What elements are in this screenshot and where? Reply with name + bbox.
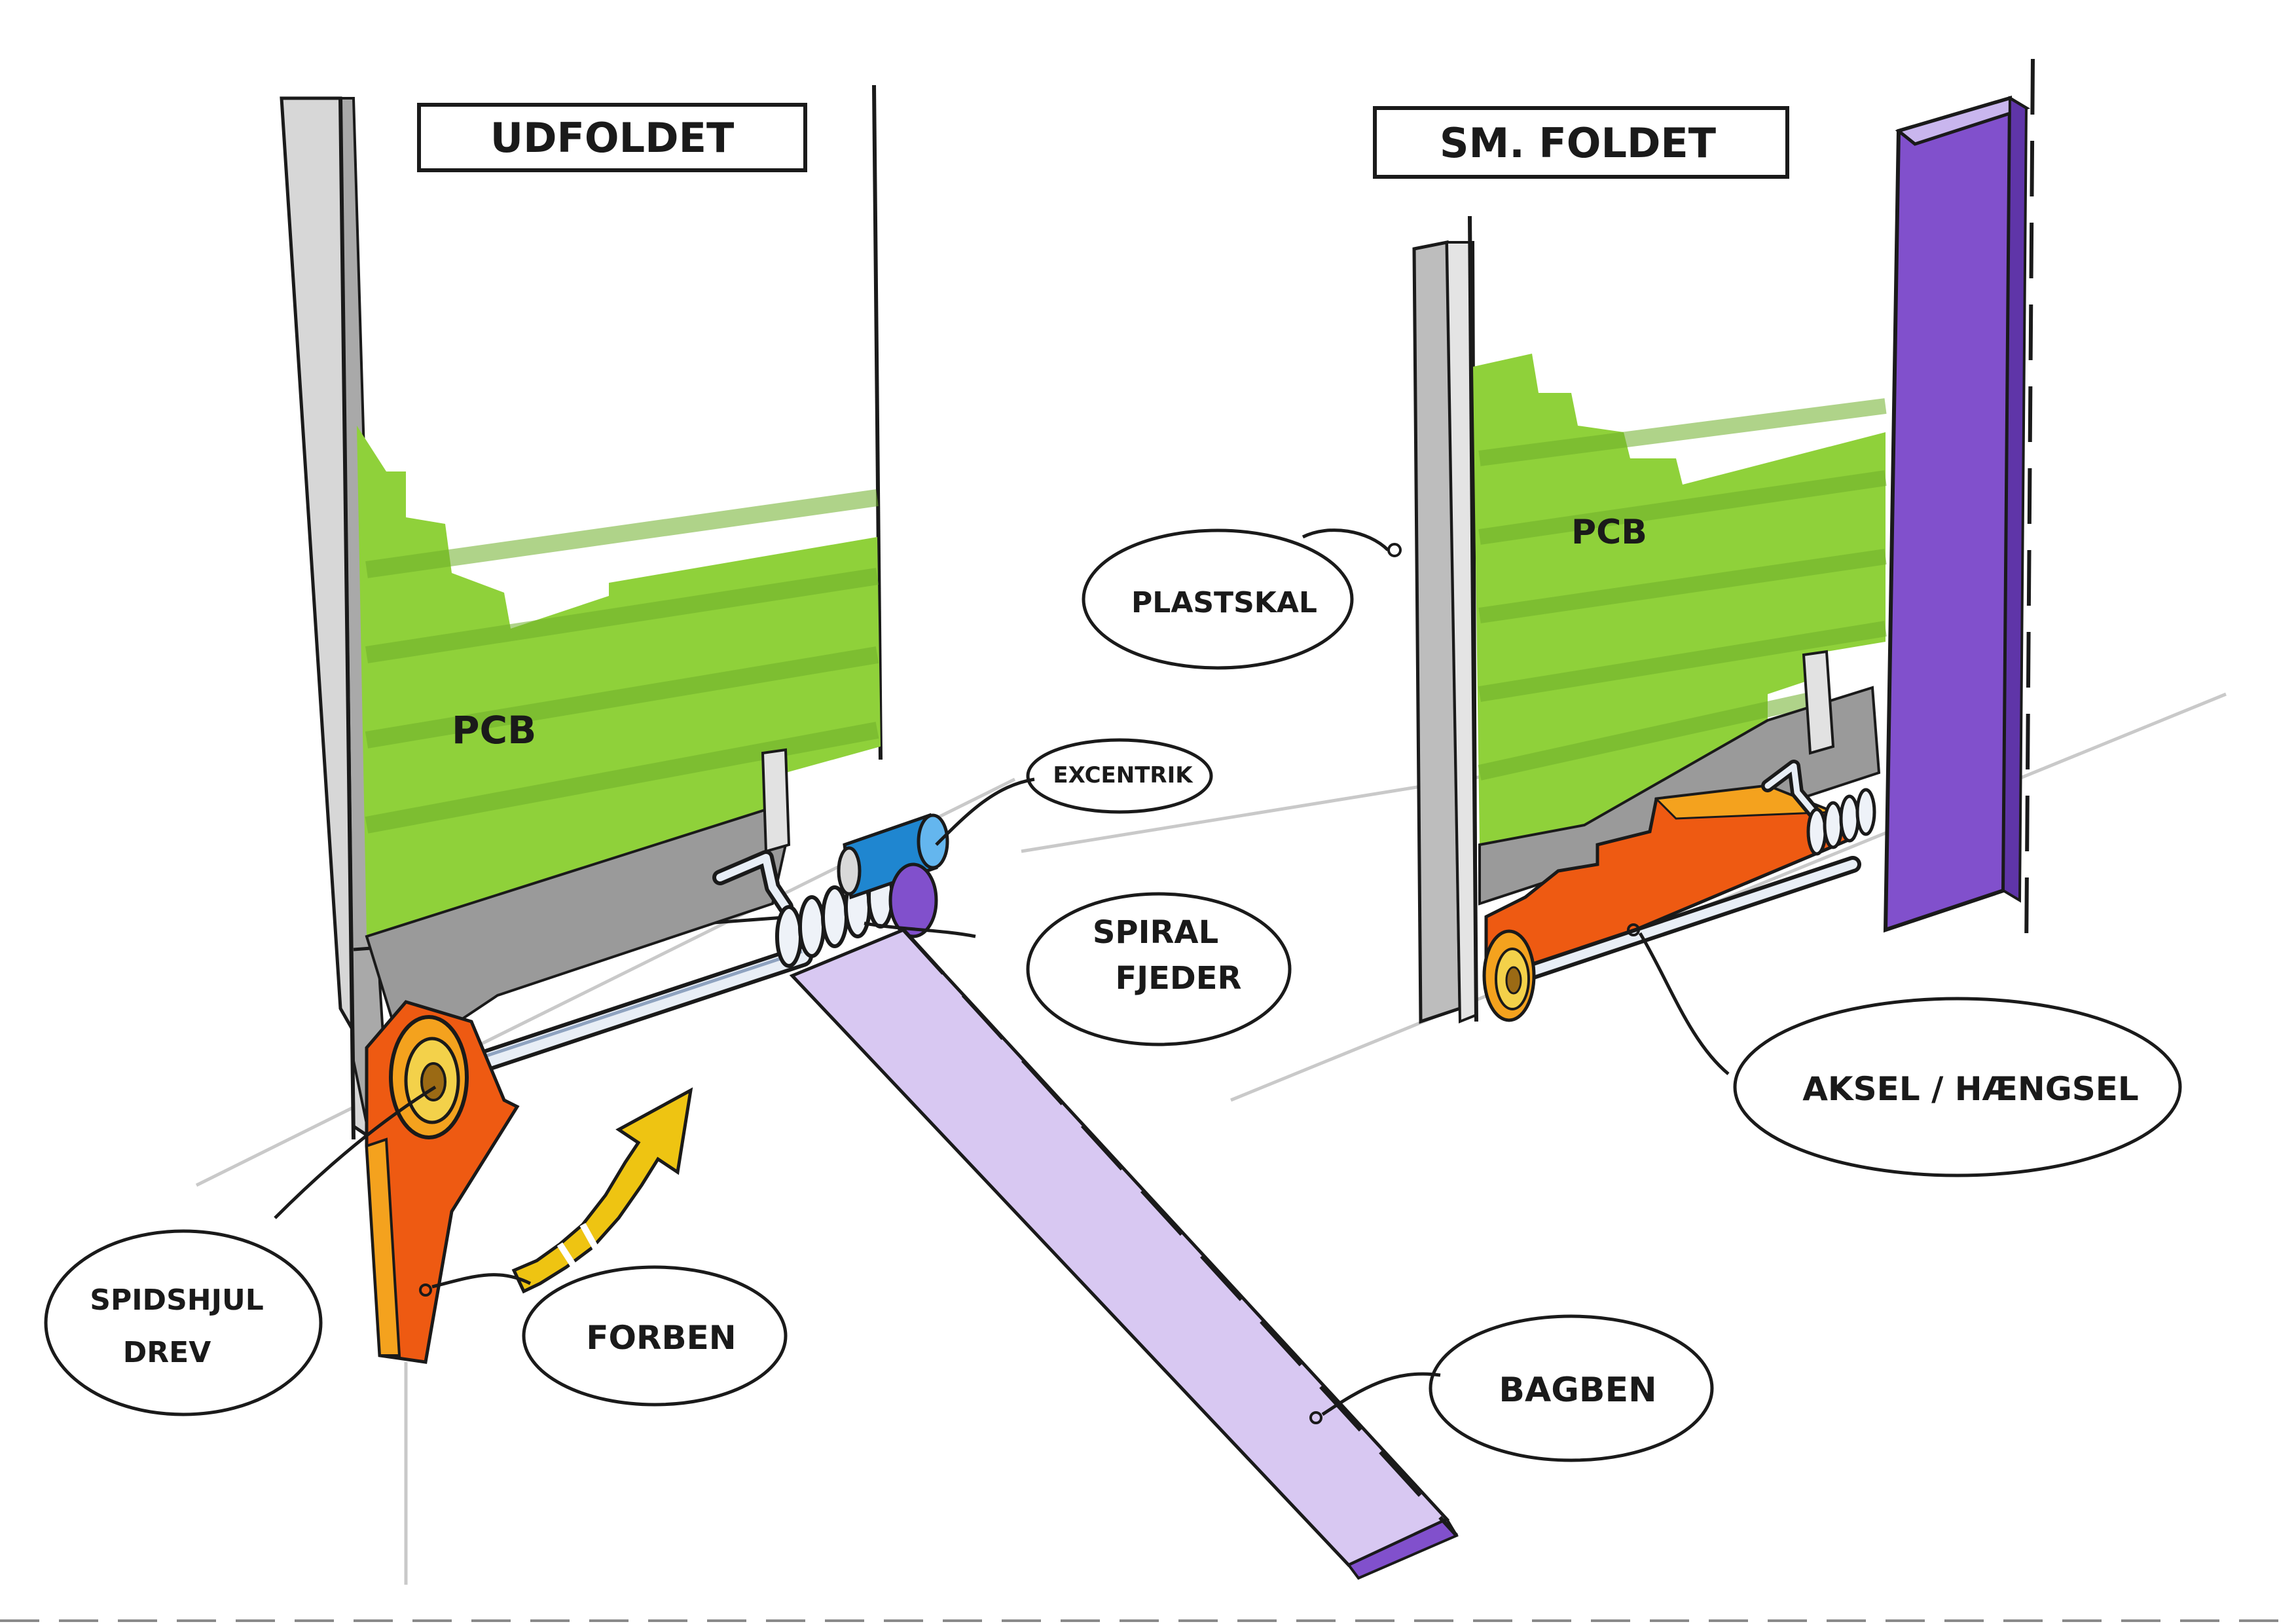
front-leg-callout: FORBEN	[419, 1265, 788, 1407]
right-pcb-stripes	[1478, 398, 1887, 781]
folded-view: PCB	[1082, 58, 2182, 1177]
unfolded-view: PCB	[44, 84, 1714, 1580]
sprocket-gear-callout: SPIDSHJUL DREV	[44, 1085, 437, 1416]
right-sprocket-gear	[1482, 929, 1536, 1022]
right-post	[1802, 650, 1835, 755]
rotation-arrow	[511, 1087, 693, 1294]
right-pcb-label: PCB	[1571, 513, 1647, 552]
right-rear-leg	[1883, 95, 2013, 933]
shell-label: PLASTSKAL	[1131, 586, 1317, 619]
unfolded-title-box: UDFOLDET	[417, 103, 807, 172]
unfolded-title: UDFOLDET	[490, 114, 734, 162]
rear-leg-label: BAGBEN	[1499, 1371, 1656, 1410]
left-post	[761, 748, 791, 853]
axle-callout: AKSEL / HÆNGSEL	[1627, 923, 2182, 1177]
left-eccentric	[837, 813, 949, 900]
eccentric-callout: EXCENTRIK	[935, 738, 1213, 846]
left-front-leg-edge	[365, 1137, 401, 1357]
front-leg-label: FORBEN	[586, 1319, 736, 1357]
right-axle	[1510, 856, 1861, 984]
spiral-spring-callout: SPIRAL FJEDER	[864, 892, 1292, 1046]
rear-leg-callout: BAGBEN	[1309, 1314, 1714, 1462]
right-spiral-spring	[1806, 788, 1876, 856]
right-pcb	[1473, 354, 1886, 845]
eccentric-label: EXCENTRIK	[1053, 762, 1194, 788]
axle-label: AKSEL / HÆNGSEL	[1802, 1070, 2139, 1108]
folded-title-box: SM. FOLDET	[1373, 106, 1789, 179]
right-rear-leg-side	[2001, 96, 2028, 903]
shell-callout: PLASTSKAL	[1082, 528, 1402, 670]
spiral-spring-label-line1: SPIRAL	[1093, 914, 1218, 951]
left-pcb-label: PCB	[452, 708, 536, 752]
spiral-spring-label-line2: FJEDER	[1115, 960, 1241, 997]
folded-title: SM. FOLDET	[1440, 119, 1716, 167]
sprocket-gear-label-line2: DREV	[123, 1336, 211, 1369]
left-rear-leg	[789, 928, 1450, 1568]
left-pcb-stripes	[365, 489, 879, 834]
left-hinge-disc	[888, 862, 938, 938]
sprocket-gear-label-line1: SPIDSHJUL	[90, 1283, 263, 1317]
left-sprocket-gear	[389, 1015, 469, 1139]
